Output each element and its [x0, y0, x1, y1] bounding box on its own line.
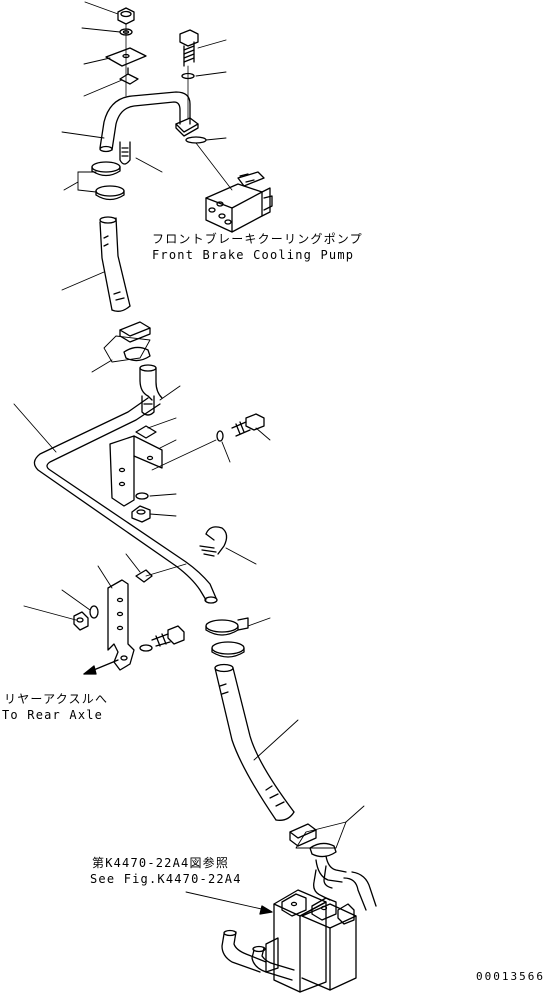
- fig-ref-arrow-line: [186, 892, 266, 910]
- pump-bolt: [180, 30, 198, 66]
- mid-bolt: [232, 414, 264, 436]
- leader-lines-top: [62, 2, 162, 192]
- cooler-assembly: [222, 856, 376, 992]
- upper-bent-pipe: [100, 92, 190, 152]
- bottom-clamp-2: [310, 843, 336, 856]
- main-pipe-leader: [14, 404, 56, 452]
- pump-gasket-axis: [196, 143, 232, 190]
- front-brake-cooling-pump: [206, 172, 272, 232]
- leader-lines-mid: [148, 418, 270, 564]
- fig-ref-label-japanese: 第K4470-22A4図参照: [92, 856, 230, 870]
- to-rear-axle-arrow: [84, 660, 118, 674]
- bottom-clamp-1: [290, 824, 316, 846]
- mid-bolt-axis: [152, 440, 216, 470]
- mid-bolt-washer: [217, 431, 223, 441]
- clip-to-pipe-axis: [146, 564, 186, 576]
- bottom-clamp-leader: [296, 806, 364, 848]
- lower-clamp-1: [206, 618, 248, 635]
- drawing-number: 00013566: [476, 970, 545, 983]
- fig-ref-label-english: See Fig.K4470-22A4: [90, 872, 242, 886]
- pump-label-japanese: フロントブレーキクーリングポンプ: [152, 232, 363, 246]
- lower-bracket: [108, 580, 134, 670]
- upper-hose-leader: [62, 272, 104, 290]
- mid-clip: [136, 426, 156, 438]
- lower-hose-leader: [254, 720, 298, 760]
- clamp-leader: [92, 336, 150, 372]
- upper-clamp-1: [92, 162, 120, 176]
- mid-clamp-2: [124, 347, 150, 360]
- elbow-leader: [160, 386, 180, 400]
- mid-bracket: [110, 436, 162, 506]
- pump-label-english: Front Brake Cooling Pump: [152, 248, 355, 262]
- mid-washer: [136, 493, 148, 499]
- pump-gasket: [186, 137, 206, 143]
- fig-ref-arrowhead: [260, 906, 272, 914]
- lower-bolt-washer: [140, 645, 152, 651]
- leader-lines-top-right: [196, 40, 226, 140]
- lower-clamp-leader: [248, 618, 270, 626]
- pipe-u-clip: [142, 396, 154, 415]
- lower-bolt: [152, 626, 184, 646]
- axle-label-english: To Rear Axle: [2, 708, 104, 722]
- lower-clamp-2: [212, 642, 244, 657]
- short-elbow-pipe: [140, 365, 162, 400]
- upper-pipe-flange: [176, 118, 198, 136]
- main-long-pipe: [34, 398, 217, 603]
- mid-nut: [132, 506, 150, 522]
- upper-clamp-2: [96, 186, 124, 200]
- small-clip-lower: [136, 570, 152, 582]
- leader-lines-lower-left: [24, 554, 140, 620]
- right-u-bolt: [200, 527, 227, 556]
- mid-clamp-1: [120, 322, 150, 342]
- lower-hose: [215, 665, 294, 821]
- lower-washer: [90, 606, 98, 618]
- lower-nut: [74, 612, 88, 630]
- upper-u-bolt: [120, 142, 130, 164]
- top-clip: [120, 68, 138, 84]
- top-nut: [118, 8, 134, 24]
- axle-label-japanese: リヤーアクスルへ: [4, 692, 109, 706]
- upper-hose: [100, 217, 130, 311]
